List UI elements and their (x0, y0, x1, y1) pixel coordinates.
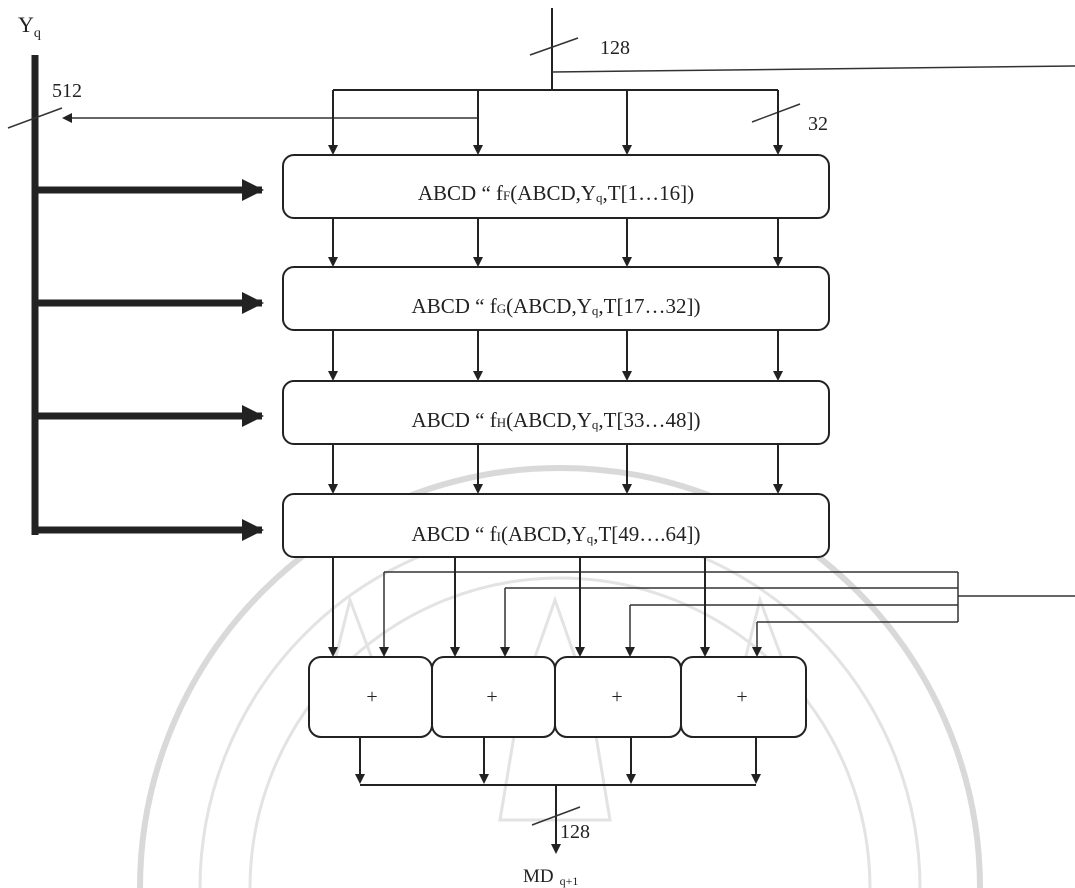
chaining-feed (384, 572, 1075, 655)
stage-label-1: ABCD “ fF(ABCD,Yq,T[1…16]) (418, 181, 694, 205)
adder-1-label: + (366, 686, 377, 708)
stage-f: ABCD “ fF(ABCD,Yq,T[1…16]) (283, 155, 829, 218)
adders: + + + + (309, 657, 806, 737)
stage-label-2: ABCD “ fG(ABCD,Yq,T[17…32]) (412, 294, 701, 318)
input-bus: Yq 512 (8, 12, 82, 535)
stage-label-4: ABCD “ fI(ABCD,Yq,T[49….64]) (411, 522, 700, 546)
chaining-line-top (552, 66, 1075, 72)
input-label: Yq (18, 12, 41, 41)
adder-4-label: + (736, 686, 747, 708)
bus-width-32: 32 (808, 113, 828, 135)
stage-label-3: ABCD “ fH(ABCD,Yq,T[33…48]) (412, 408, 701, 432)
bus-width-128-top: 128 (600, 37, 630, 59)
stage1-input-arrows (333, 90, 778, 153)
inter-stage-arrows (333, 218, 778, 492)
bus-slash-128-top (530, 38, 578, 55)
stage-h: ABCD “ fH(ABCD,Yq,T[33…48]) (283, 381, 829, 444)
bus-width-512: 512 (52, 80, 82, 102)
stage-g: ABCD “ fG(ABCD,Yq,T[17…32]) (283, 267, 829, 330)
adder-3-label: + (611, 686, 622, 708)
bus-slash-32 (752, 104, 800, 122)
bus-branches (35, 190, 262, 530)
top-input: 128 32 (333, 8, 1075, 135)
stage-i: ABCD “ fI(ABCD,Yq,T[49….64]) (283, 494, 829, 557)
bus-width-128-bottom: 128 (560, 821, 590, 843)
adder-2-label: + (486, 686, 497, 708)
